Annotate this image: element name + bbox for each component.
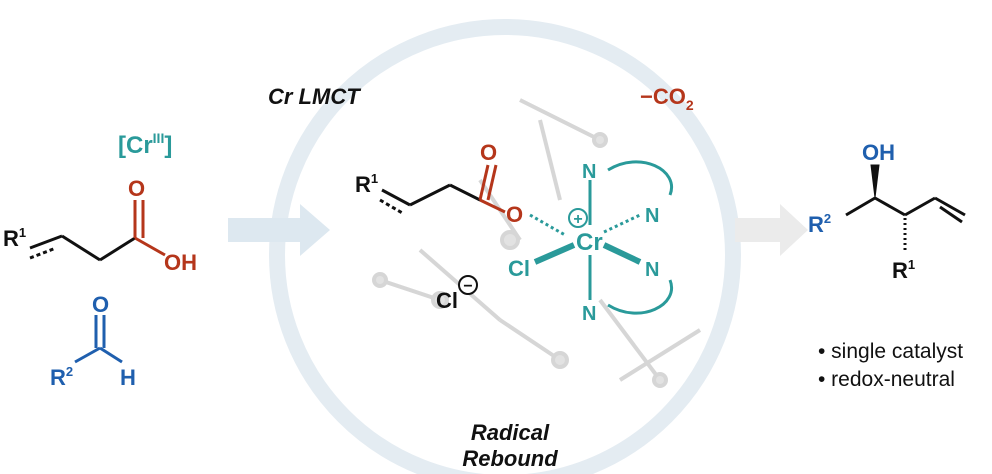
acid-carbonyl-o: O <box>128 176 145 201</box>
feature-single-catalyst: • single catalyst <box>818 340 963 363</box>
positive-charge-sign: + <box>573 211 582 228</box>
product-oh: OH <box>862 140 895 165</box>
aldehyde-o: O <box>92 292 109 317</box>
aldehyde-h: H <box>120 365 136 390</box>
complex-ester-o: O <box>506 202 523 227</box>
product-r1: R1 <box>892 257 915 283</box>
radical-rebound-label-2: Rebound <box>462 446 558 471</box>
complex-carbonyl-o: O <box>480 140 497 165</box>
cr-lmct-label: Cr LMCT <box>268 84 361 109</box>
catalyst-label: [CrIII] <box>118 130 172 159</box>
chromium-center: Cr <box>576 229 603 256</box>
right-reaction-arrow <box>735 204 808 256</box>
ligand-ball-and-stick-model <box>372 98 702 388</box>
complex-r1: R1 <box>355 171 378 197</box>
acid-oh: OH <box>164 250 197 275</box>
left-reaction-arrow <box>228 204 330 256</box>
nitrogen-right-lower: N <box>645 259 659 281</box>
acid-r1: R1 <box>3 225 26 251</box>
negative-charge-icon <box>458 275 478 295</box>
product-r2: R2 <box>808 211 831 237</box>
co2-loss-label: −CO2 <box>640 84 694 113</box>
nitrogen-bottom: N <box>582 303 596 325</box>
bound-chloride: Cl <box>508 256 530 281</box>
counter-chloride: Cl <box>436 288 458 313</box>
nitrogen-right-upper: N <box>645 205 659 227</box>
complex-structure <box>379 160 674 315</box>
product-structure <box>845 164 966 252</box>
feature-redox-neutral: • redox-neutral <box>818 368 955 391</box>
aldehyde-r2: R2 <box>50 364 73 390</box>
catalytic-cycle-ring <box>269 19 741 474</box>
negative-charge-sign: − <box>463 278 472 295</box>
nitrogen-top: N <box>582 161 596 183</box>
positive-charge-icon <box>568 208 588 228</box>
carboxylic-acid-structure <box>29 200 166 262</box>
aldehyde-structure <box>74 315 123 364</box>
radical-rebound-label-1: Radical <box>471 420 550 445</box>
